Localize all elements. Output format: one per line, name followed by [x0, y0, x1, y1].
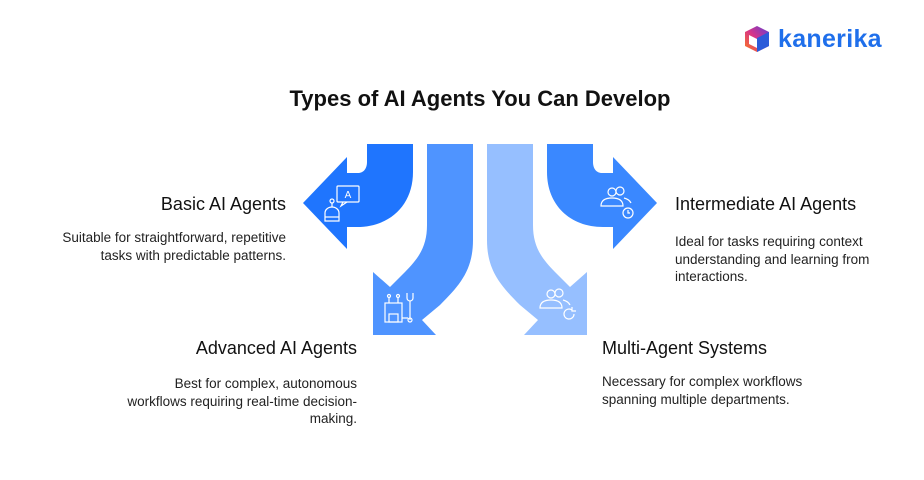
- description-line: tasks with predictable patterns.: [100, 247, 286, 263]
- arrow-basic: [303, 144, 413, 249]
- basic-agents-description: Suitable for straightforward, repetitive…: [62, 229, 286, 264]
- description-line: understanding and learning from: [675, 251, 870, 267]
- description-line: interactions.: [675, 269, 748, 284]
- intermediate-agents-description: Ideal for tasks requiring context unders…: [675, 233, 869, 286]
- advanced-agents-description: Best for complex, autonomous workflows r…: [127, 375, 357, 428]
- cube-logo-icon: [745, 26, 769, 52]
- users-refresh-icon: [539, 288, 576, 320]
- brand-logo: kanerika: [742, 24, 882, 54]
- description-line: Best for complex, autonomous: [174, 376, 357, 391]
- multi-agent-heading: Multi-Agent Systems: [602, 338, 768, 358]
- arrow-multi-agent: [487, 144, 587, 335]
- description-line: spanning multiple departments.: [602, 391, 790, 407]
- advanced-agents-heading: Advanced AI Agents: [195, 338, 357, 358]
- arrow-intermediate: [547, 144, 657, 249]
- arrow-advanced: [373, 144, 473, 335]
- basic-agents-heading: Basic AI Agents: [160, 194, 286, 214]
- svg-text:A: A: [345, 190, 352, 201]
- brand-name: kanerika: [778, 24, 882, 53]
- description-line: Necessary for complex workflows: [602, 374, 803, 389]
- users-clock-icon: [600, 186, 634, 219]
- intermediate-agents-heading: Intermediate AI Agents: [675, 194, 857, 214]
- description-line: Suitable for straightforward, repetitive: [62, 230, 286, 245]
- description-line: Ideal for tasks requiring context: [675, 234, 863, 249]
- description-line: workflows requiring real-time decision-: [127, 393, 357, 409]
- multi-agent-description: Necessary for complex workflows spanning…: [602, 373, 802, 408]
- robot-wrench-icon: [384, 293, 414, 323]
- robot-chat-icon: A: [324, 185, 360, 222]
- page-title: Types of AI Agents You Can Develop: [289, 86, 671, 111]
- description-line: making.: [309, 411, 357, 426]
